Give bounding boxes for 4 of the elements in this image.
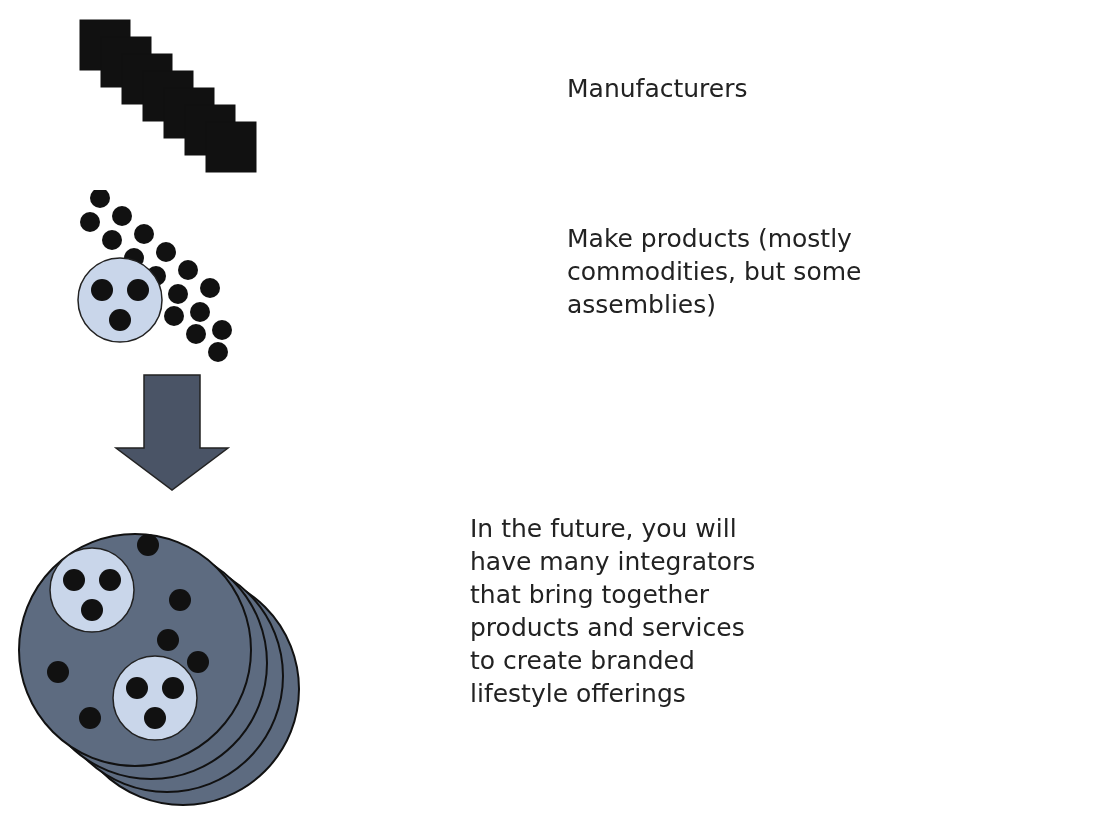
block-arrow [113, 374, 231, 491]
description-text: Make products (mostly commodities, but some assemblies) [567, 223, 863, 321]
description-text: In the future, you will have many integrators that bring together products and services to create branded lifestyle offerings [470, 513, 757, 710]
description-text: Manufacturers [567, 73, 749, 105]
